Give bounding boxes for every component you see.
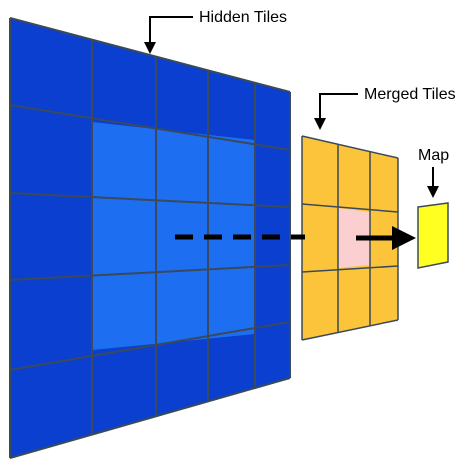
arrowhead-icon: [392, 226, 416, 250]
map-label: Map: [418, 147, 449, 164]
down-arrow-icon: [144, 42, 156, 54]
hidden-tiles-grid: [9, 17, 291, 459]
merged-tiles-label-group: Merged Tiles: [314, 86, 456, 130]
down-arrow-icon: [427, 186, 439, 198]
hidden-tiles-label-group: Hidden Tiles: [144, 9, 287, 54]
merged-tiles-label: Merged Tiles: [364, 86, 456, 103]
hidden-tiles-gridlines: [9, 17, 291, 459]
hidden-tiles-label: Hidden Tiles: [199, 9, 287, 26]
down-arrow-icon: [314, 118, 326, 130]
merged-tile-center: [338, 208, 370, 268]
merged-tiles-grid: [301, 135, 399, 341]
map-label-group: Map: [418, 147, 449, 198]
hidden-tiles-inner: [92, 122, 255, 350]
flow-arrow: [175, 226, 416, 250]
map-tile: [417, 202, 449, 269]
